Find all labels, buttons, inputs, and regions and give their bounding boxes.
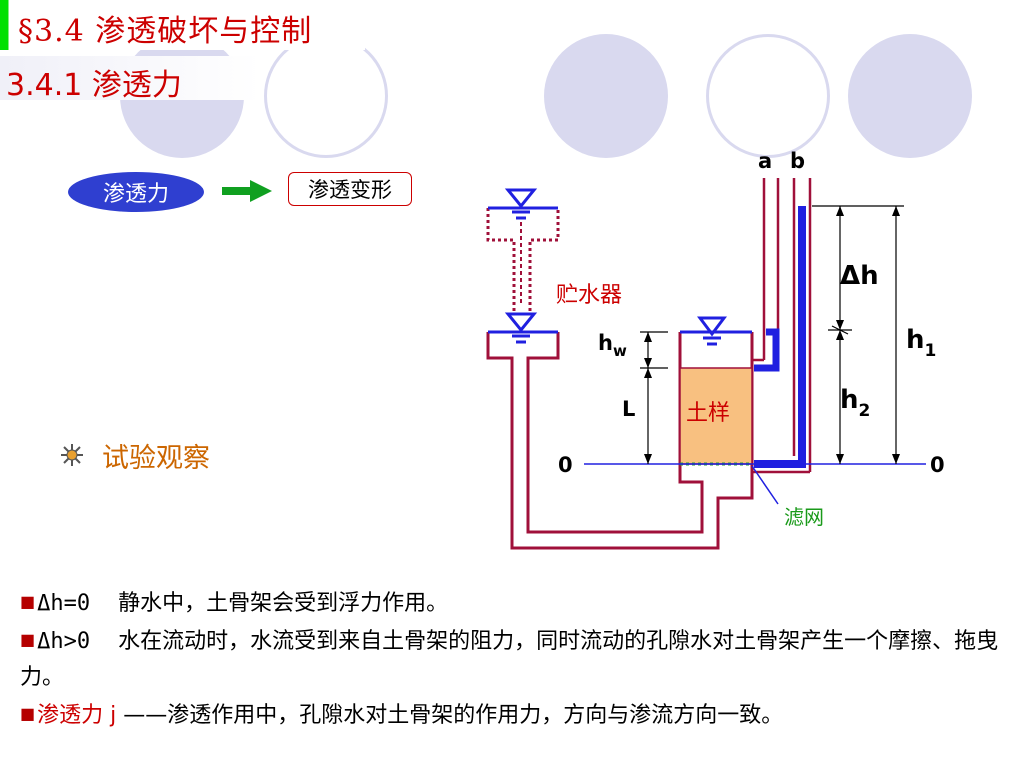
filter-label: 滤网 <box>784 505 824 529</box>
piezometer-b <box>792 178 812 472</box>
tube-b-label: b <box>790 149 805 173</box>
seepage-force-pill: 渗透力 <box>68 172 204 212</box>
h2-label: h <box>840 385 859 415</box>
note-3: ■渗透力 j ——渗透作用中，孔隙水对土骨架的作用力，方向与渗流方向一致。 <box>20 696 1015 734</box>
note-3-text: 渗透作用中，孔隙水对土骨架的作用力，方向与渗流方向一致。 <box>167 703 784 728</box>
decorative-circle-3 <box>848 34 972 158</box>
delta-h-label: Δh <box>840 261 879 291</box>
note-1-label: Δh=0 <box>37 591 91 616</box>
tube-a-label: a <box>758 149 772 173</box>
title-bar: §3.4 渗透破坏与控制 <box>0 0 365 50</box>
seepage-deformation-box: 渗透变形 <box>288 172 412 206</box>
svg-text:hw: hw <box>598 331 627 360</box>
L-label: L <box>622 397 635 421</box>
slide-subtitle: 3.4.1 渗透力 <box>6 68 182 103</box>
note-1-text: 静水中，土骨架会受到浮力作用。 <box>118 591 449 616</box>
water-level-symbol <box>504 188 727 346</box>
dimension-arrowheads <box>644 206 900 464</box>
soil-sample <box>679 367 753 465</box>
h2-subscript: 2 <box>859 401 871 421</box>
svg-text:h1: h1 <box>906 325 936 361</box>
note-3-dash: —— <box>123 703 168 728</box>
bullet-icon: ■ <box>20 592 36 611</box>
svg-text:h2: h2 <box>840 385 870 421</box>
reservoir-label: 贮水器 <box>556 283 622 308</box>
subtitle-bar: 3.4.1 渗透力 <box>0 56 260 103</box>
bullet-icon: ■ <box>20 630 36 649</box>
arrow-right-icon <box>222 180 272 202</box>
note-3-label: 渗透力 j <box>37 703 117 728</box>
zero-left-label: 0 <box>558 453 573 477</box>
soil-sample-label: 土样 <box>686 401 730 426</box>
note-1: ■Δh=0 静水中，土骨架会受到浮力作用。 <box>20 584 1015 622</box>
hw-subscript: w <box>613 342 627 360</box>
note-2-text: 水在流动时，水流受到来自土骨架的阻力，同时流动的孔隙水对土骨架产生一个摩擦、拖曳… <box>20 629 999 690</box>
title-main: 渗透破坏与控制 <box>95 14 313 49</box>
observe-label: 试验观察 <box>102 443 210 474</box>
section-mark: §3.4 <box>18 14 85 49</box>
note-2-label: Δh>0 <box>37 629 91 654</box>
burst-bullet-icon <box>61 444 83 466</box>
h1-label: h <box>906 325 925 355</box>
zero-right-label: 0 <box>930 453 945 477</box>
bullet-icon: ■ <box>20 704 36 723</box>
piezometer-a-water <box>754 328 780 372</box>
filter-pointer <box>751 465 779 505</box>
decorative-circle-2 <box>544 34 668 158</box>
hw-label: h <box>598 331 613 355</box>
h1-subscript: 1 <box>925 341 937 361</box>
slide-title: §3.4 渗透破坏与控制 <box>18 6 312 50</box>
reservoir-upper-dotted <box>486 206 560 312</box>
decorative-ring-2 <box>706 34 830 158</box>
